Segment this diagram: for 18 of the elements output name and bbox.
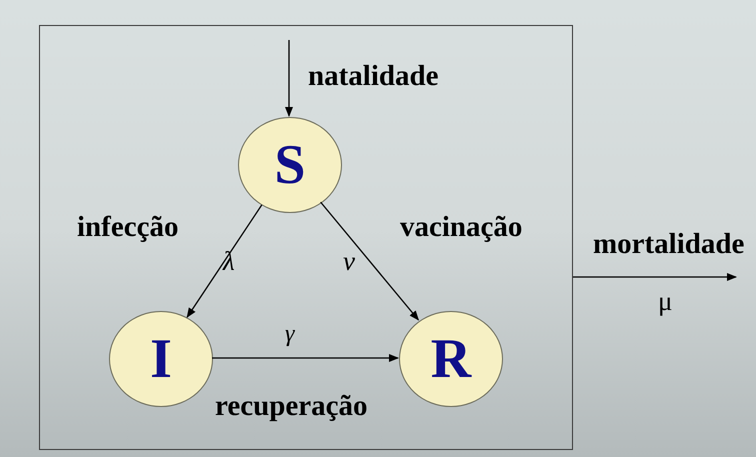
edge-label: ν [343,248,355,275]
edge-label: λ [223,248,235,275]
edge-label: natalidade [308,62,439,91]
flow-label: vacinação [400,213,522,242]
state-letter: R [430,331,472,387]
flow-label: infecção [77,213,178,242]
arrow [212,354,399,362]
arrow [186,204,262,318]
edge-label: mortalidade [593,230,744,259]
compartment-box [39,25,573,450]
arrow [320,202,420,321]
arrow [285,40,293,117]
state-letter: S [274,137,306,193]
edge-label: γ [285,322,294,346]
flow-label: μ [658,288,672,315]
state-letter: I [150,331,172,387]
flow-label: recuperação [215,392,368,421]
arrow [573,273,737,281]
